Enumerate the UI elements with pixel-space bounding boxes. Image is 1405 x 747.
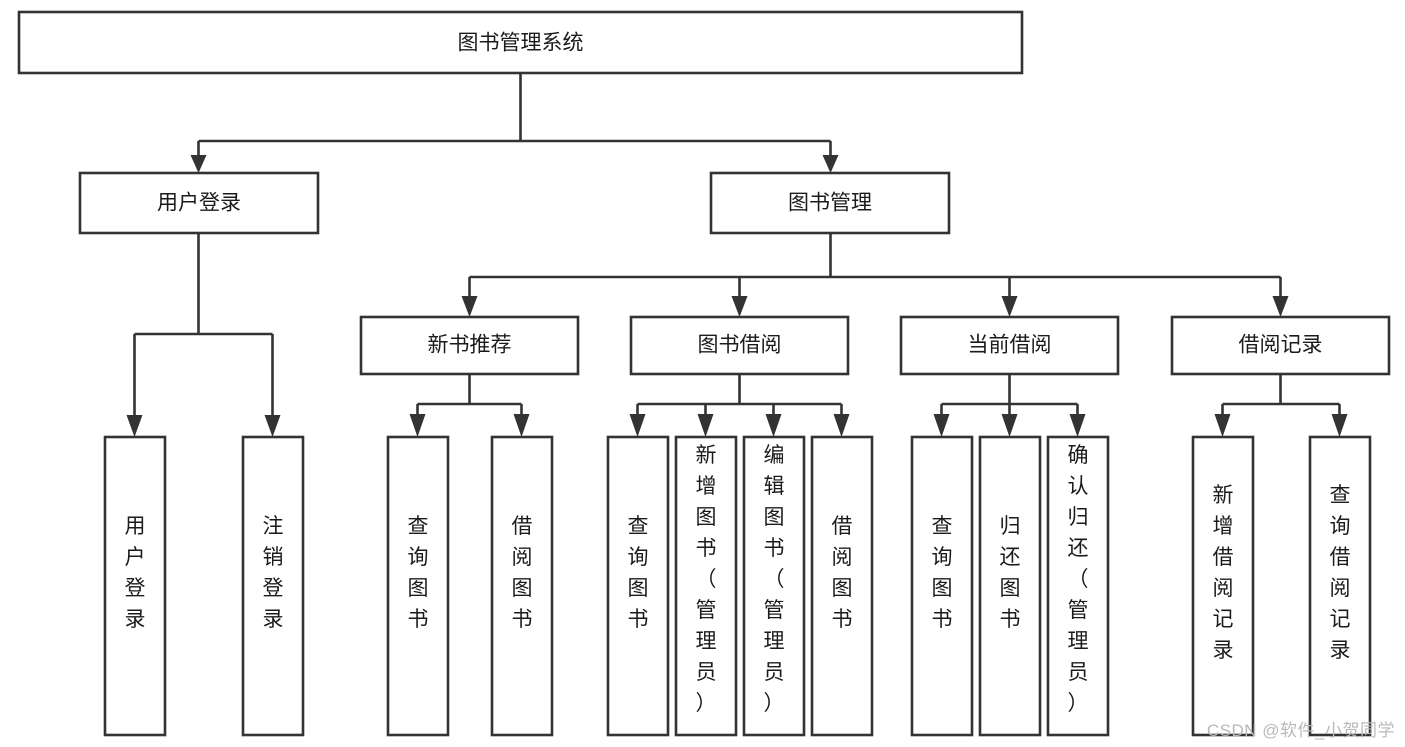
node-label-book-borrow: 图书借阅 — [698, 334, 782, 357]
node-label-root: 图书管理系统 — [458, 32, 584, 55]
arrow-head-icon — [1214, 414, 1231, 437]
node-leaf-borrow-books-1[interactable]: 借阅图书 — [490, 435, 554, 737]
node-current-borrow[interactable]: 当前借阅 — [899, 315, 1120, 376]
node-leaf-query-books-1[interactable]: 查询图书 — [386, 435, 450, 737]
arrow-head-icon — [822, 155, 839, 173]
node-root[interactable]: 图书管理系统 — [17, 10, 1024, 75]
node-leaf-query-books-3[interactable]: 查询图书 — [910, 435, 974, 737]
node-user-login[interactable]: 用户登录 — [78, 171, 320, 235]
node-box-leaf-query-books-1[interactable] — [386, 435, 450, 737]
node-leaf-edit-book-admin[interactable]: 编辑图书（管理员） — [742, 435, 806, 737]
node-leaf-borrow-books-2[interactable]: 借阅图书 — [810, 435, 874, 737]
arrow-head-icon — [629, 414, 646, 437]
arrow-head-icon — [697, 414, 714, 437]
node-book-borrow[interactable]: 图书借阅 — [629, 315, 850, 376]
node-label-book-management: 图书管理 — [788, 192, 872, 215]
node-box-new-book-recommend[interactable] — [359, 315, 580, 376]
node-box-current-borrow[interactable] — [899, 315, 1120, 376]
arrow-head-icon — [461, 296, 478, 317]
arrow-head-icon — [731, 296, 748, 317]
arrow-head-icon — [1069, 414, 1086, 437]
node-label-leaf-return-books: 归还图书 — [1000, 515, 1021, 631]
arrow-head-icon — [513, 414, 530, 437]
arrow-head-icon — [1331, 414, 1348, 437]
node-box-root[interactable] — [17, 10, 1024, 75]
node-label-leaf-borrow-books-1: 借阅图书 — [512, 515, 533, 631]
node-borrow-records[interactable]: 借阅记录 — [1170, 315, 1391, 376]
node-label-leaf-query-books-1: 查询图书 — [408, 515, 429, 631]
node-box-user-login[interactable] — [78, 171, 320, 235]
node-leaf-user-login[interactable]: 用户登录 — [103, 435, 167, 737]
node-box-leaf-query-books-2[interactable] — [606, 435, 670, 737]
node-box-book-borrow[interactable] — [629, 315, 850, 376]
node-box-leaf-user-login[interactable] — [103, 435, 167, 737]
node-label-new-book-recommend: 新书推荐 — [428, 334, 512, 357]
node-label-leaf-query-borrow-record: 查询借阅记录 — [1330, 484, 1351, 662]
csdn-watermark: CSDN @软件_小贺同学 — [1206, 721, 1395, 740]
arrow-head-icon — [409, 414, 426, 437]
node-label-leaf-logout: 注销登录 — [263, 515, 284, 631]
node-label-leaf-borrow-books-2: 借阅图书 — [832, 515, 853, 631]
node-label-leaf-add-borrow-record: 新增借阅记录 — [1213, 484, 1234, 662]
node-label-leaf-user-login: 用户登录 — [125, 515, 146, 631]
node-box-book-management[interactable] — [709, 171, 951, 235]
node-label-current-borrow: 当前借阅 — [968, 334, 1052, 357]
node-leaf-add-borrow-record[interactable]: 新增借阅记录 — [1191, 435, 1255, 737]
node-box-leaf-borrow-books-2[interactable] — [810, 435, 874, 737]
node-box-leaf-query-borrow-record[interactable] — [1308, 435, 1372, 737]
node-new-book-recommend[interactable]: 新书推荐 — [359, 315, 580, 376]
node-box-leaf-add-book-admin[interactable] — [674, 435, 738, 737]
node-box-leaf-confirm-return-admin[interactable] — [1046, 435, 1110, 737]
node-label-leaf-edit-book-admin: 编辑图书（管理员） — [764, 444, 785, 715]
node-label-leaf-query-books-2: 查询图书 — [628, 515, 649, 631]
node-label-user-login: 用户登录 — [157, 192, 241, 215]
node-leaf-query-books-2[interactable]: 查询图书 — [606, 435, 670, 737]
arrow-head-icon — [264, 415, 281, 437]
node-box-leaf-return-books[interactable] — [978, 435, 1042, 737]
arrow-head-icon — [1001, 414, 1018, 437]
node-box-leaf-add-borrow-record[interactable] — [1191, 435, 1255, 737]
node-box-borrow-records[interactable] — [1170, 315, 1391, 376]
arrow-head-icon — [765, 414, 782, 437]
node-leaf-return-books[interactable]: 归还图书 — [978, 435, 1042, 737]
node-box-leaf-logout[interactable] — [241, 435, 305, 737]
arrow-head-icon — [190, 155, 207, 173]
arrow-head-icon — [126, 415, 143, 437]
node-box-leaf-edit-book-admin[interactable] — [742, 435, 806, 737]
node-label-leaf-confirm-return-admin: 确认归还（管理员） — [1068, 444, 1089, 715]
arrow-head-icon — [833, 414, 850, 437]
node-label-leaf-add-book-admin: 新增图书（管理员） — [696, 444, 717, 715]
arrow-head-icon — [933, 414, 950, 437]
arrow-head-icon — [1001, 296, 1018, 317]
connector-layer — [126, 73, 1348, 437]
node-book-management[interactable]: 图书管理 — [709, 171, 951, 235]
node-box-leaf-query-books-3[interactable] — [910, 435, 974, 737]
node-box-leaf-borrow-books-1[interactable] — [490, 435, 554, 737]
node-leaf-confirm-return-admin[interactable]: 确认归还（管理员） — [1046, 435, 1110, 737]
node-leaf-logout[interactable]: 注销登录 — [241, 435, 305, 737]
node-leaf-add-book-admin[interactable]: 新增图书（管理员） — [674, 435, 738, 737]
node-label-leaf-query-books-3: 查询图书 — [932, 515, 953, 631]
node-label-borrow-records: 借阅记录 — [1239, 334, 1323, 357]
node-leaf-query-borrow-record[interactable]: 查询借阅记录 — [1308, 435, 1372, 737]
arrow-head-icon — [1272, 296, 1289, 317]
